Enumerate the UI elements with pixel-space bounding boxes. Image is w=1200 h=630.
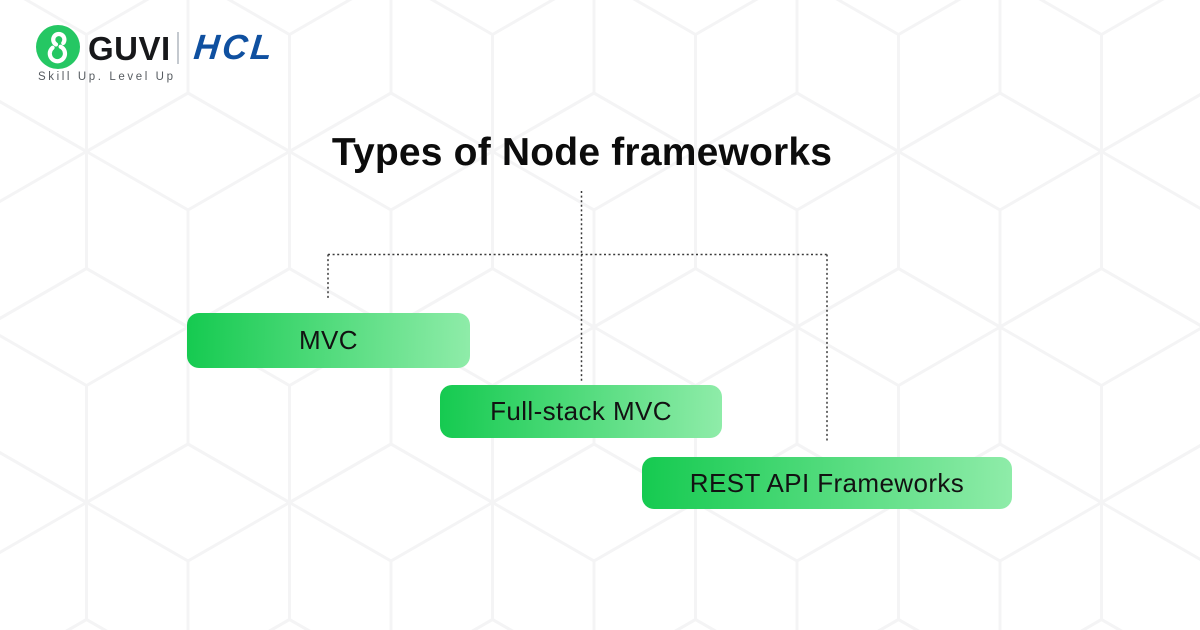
brand-divider — [177, 32, 179, 64]
node-mvc-label: MVC — [299, 325, 358, 355]
node-full-stack-mvc-label: Full-stack MVC — [490, 396, 672, 426]
node-mvc: MVC — [187, 313, 470, 368]
diagram-title: Types of Node frameworks — [331, 131, 833, 174]
node-full-stack-mvc: Full-stack MVC — [440, 385, 722, 438]
node-rest-api-frameworks: REST API Frameworks — [642, 457, 1012, 509]
hcl-wordmark: HCL — [192, 28, 278, 67]
brand-tagline: Skill Up. Level Up — [38, 71, 176, 83]
guvi-wordmark: GUVI — [88, 30, 171, 67]
node-rest-api-frameworks-label: REST API Frameworks — [689, 467, 965, 498]
brand-header: GUVI HCL Skill Up. Level Up — [36, 24, 436, 84]
guvi-logo-icon — [36, 25, 80, 69]
